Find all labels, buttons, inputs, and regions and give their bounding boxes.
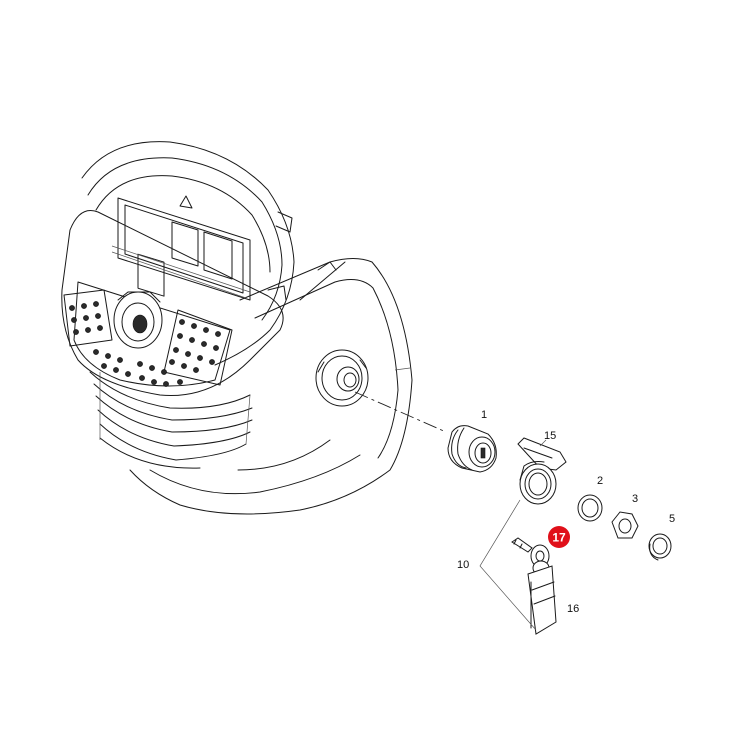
console-buttons	[69, 301, 221, 387]
callout-label-1: 1	[481, 409, 487, 421]
callout-label-10: 10	[457, 559, 469, 571]
part-16-key-tag	[527, 565, 557, 635]
leader-lines	[479, 439, 547, 631]
part-1-ignition-switch	[447, 425, 497, 473]
callout-label-5: 5	[669, 513, 675, 525]
assembly-axis	[354, 391, 447, 433]
cowl-housing	[129, 258, 413, 515]
instrument-console	[61, 141, 295, 469]
callout-label-16: 16	[567, 603, 579, 615]
part-5-bezel-ring	[648, 533, 672, 561]
part-3-hex-nut	[611, 511, 639, 539]
highlight-badge	[548, 526, 570, 548]
highlighted-callout-17[interactable]: 17	[548, 526, 570, 548]
callout-label-15: 15	[544, 430, 556, 442]
callout-label-3: 3	[632, 493, 638, 505]
part-15-dust-cap	[517, 437, 567, 505]
callout-label-17: 17	[552, 531, 566, 545]
part-2-washer	[577, 494, 603, 522]
part-17-key	[511, 537, 550, 576]
callout-label-2: 2	[597, 475, 603, 487]
ignition-socket	[315, 349, 369, 407]
